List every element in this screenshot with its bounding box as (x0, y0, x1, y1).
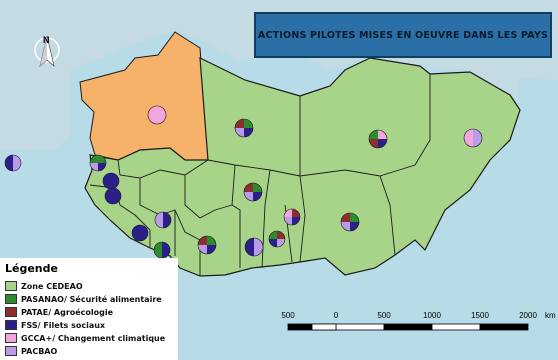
pie-sierra-leone (131, 224, 149, 242)
north-label: N (43, 35, 50, 45)
scale-label: 0 (333, 311, 339, 320)
legend-item-patae: PATAE/ Agroécologie (5, 306, 113, 318)
legend: Légende Zone CEDEAO PASANAO/ Sécurité al… (0, 258, 178, 360)
legend-swatch (5, 333, 17, 343)
north-arrow-icon (34, 35, 60, 67)
legend-swatch (5, 294, 17, 304)
legend-item-pacbao: PACBAO (5, 345, 57, 357)
pie-mauritania (147, 105, 167, 125)
legend-swatch (5, 307, 17, 317)
scale-label: 1000 (423, 311, 441, 320)
legend-item-pasanao: PASANAO/ Sécurité alimentaire (5, 293, 162, 305)
legend-label: FSS/ Filets sociaux (21, 320, 106, 330)
legend-label: PATAE/ Agroécologie (21, 307, 114, 317)
legend-label: GCCA+/ Changement climatique (21, 333, 166, 343)
pie-gambia (102, 172, 120, 190)
pie-senegal (89, 154, 107, 172)
legend-item-fss: FSS/ Filets sociaux (5, 319, 105, 331)
pie-capeverde (4, 154, 22, 172)
map-title: ACTIONS PILOTES MISES EN OEUVRE DANS LES… (257, 29, 549, 41)
legend-label: PACBAO (21, 346, 58, 356)
legend-swatch (5, 281, 17, 291)
legend-item-gcca: GCCA+/ Changement climatique (5, 332, 165, 344)
pie-guinea (154, 211, 172, 229)
pie-guinea-bissau (104, 187, 122, 205)
scale-labels: 500 0 500 1000 1500 2000 (0, 311, 558, 323)
scale-label: 500 (281, 311, 295, 320)
pie-mali (234, 118, 254, 138)
pie-ghana (244, 237, 264, 257)
legend-swatch (5, 346, 17, 356)
legend-item-zone-cedeao: Zone CEDEAO (5, 280, 83, 292)
scale-label: 1500 (471, 311, 489, 320)
scale-bar (287, 323, 529, 331)
legend-label: PASANAO/ Sécurité alimentaire (21, 294, 162, 304)
pie-ivory-coast (197, 235, 217, 255)
pie-burkina (243, 182, 263, 202)
pie-chad (463, 128, 483, 148)
legend-swatch (5, 320, 17, 330)
scale-unit: km (545, 311, 556, 320)
pie-niger (368, 129, 388, 149)
pie-togo (268, 230, 286, 248)
map-title-box: ACTIONS PILOTES MISES EN OEUVRE DANS LES… (254, 12, 552, 58)
pie-nigeria (340, 212, 360, 232)
scale-label: 2000 (519, 311, 537, 320)
legend-label: Zone CEDEAO (21, 281, 83, 291)
pie-liberia (153, 241, 171, 259)
legend-title: Légende (5, 262, 58, 275)
pie-benin (283, 208, 301, 226)
scale-label: 500 (377, 311, 391, 320)
